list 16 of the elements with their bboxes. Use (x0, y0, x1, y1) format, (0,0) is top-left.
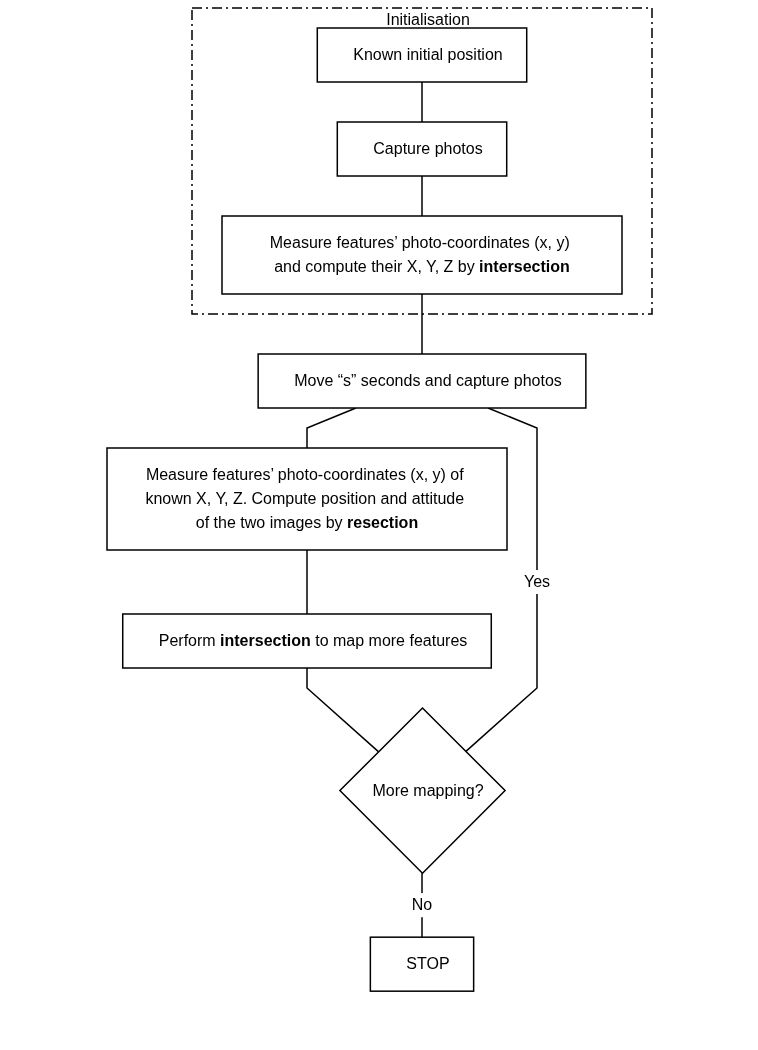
connector (420, 175, 423, 217)
node-box: Capture photos (336, 121, 507, 177)
connector (420, 293, 423, 355)
node-box: Perform intersection to map more features (121, 613, 492, 669)
node-diamond: More mapping? (338, 706, 506, 875)
node-box: Known initial position (316, 27, 527, 83)
edge-label: No (411, 896, 432, 914)
node-box: Measure features’ photo-coordinates (x, y) of known X, Y, Z. Compute position and attitude of the two images by resection (105, 447, 508, 551)
node-box: Measure features’ photo-coordinates (x, y) and compute their X, Y, Z by intersection (220, 215, 623, 295)
node-box: Move “s” seconds and capture photos (256, 353, 587, 409)
node-box: STOP (369, 936, 474, 992)
edge-label: Yes (523, 573, 550, 590)
connector (305, 667, 379, 753)
connector (420, 81, 423, 123)
connector (305, 549, 308, 615)
connector (464, 407, 538, 753)
